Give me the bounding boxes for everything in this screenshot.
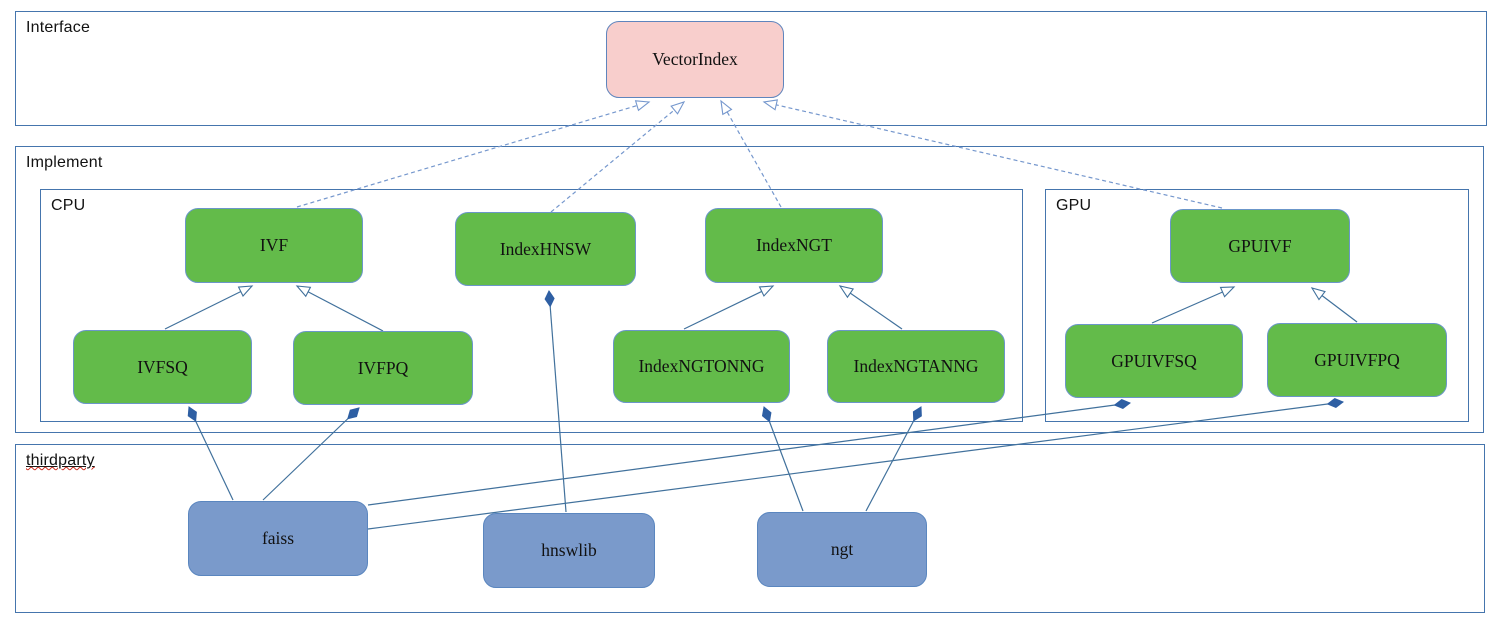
edge-faiss-to-gpuivfsq: [367, 398, 1131, 506]
gpu-label: GPU: [1056, 197, 1092, 214]
node-ivf-label: IVF: [259, 235, 289, 255]
node-hnswlib-label: hnswlib: [541, 540, 597, 560]
edge-ivfsq-to-ivf: [164, 285, 254, 330]
node-gpuivfsq-label: GPUIVFSQ: [1111, 350, 1197, 371]
node-gpuivf: GPUIVF: [1170, 209, 1350, 283]
thirdparty-label: thirdparty: [26, 452, 95, 469]
thirdparty-container: thirdparty: [15, 444, 1485, 613]
node-indexngtonng-label: IndexNGTONNG: [638, 356, 765, 376]
interface-container: Interface: [15, 11, 1487, 126]
edge-faiss-to-ivfpq: [262, 407, 360, 501]
edge-indexhnsw-to-vectorindex: [550, 101, 686, 213]
edge-gpuivfpq-to-gpuivf: [1310, 287, 1358, 323]
edge-hnswlib-to-indexhnsw: [544, 290, 567, 513]
edge-ngt-to-indexngtanng: [865, 406, 922, 512]
node-indexngtanng-label: IndexNGTANNG: [853, 356, 979, 376]
node-indexngt-label: IndexNGT: [756, 235, 832, 255]
node-indexhnsw: IndexHNSW: [455, 212, 636, 286]
edge-faiss-to-gpuivfpq: [367, 397, 1344, 530]
interface-label: Interface: [26, 19, 91, 36]
node-indexhnsw-label: IndexHNSW: [499, 238, 592, 259]
node-vectorindex-label: VectorIndex: [652, 49, 738, 69]
node-vectorindex: VectorIndex: [606, 21, 784, 98]
node-ivf: IVF: [185, 208, 363, 283]
node-gpuivfsq: GPUIVFSQ: [1065, 324, 1243, 398]
edge-indexngtanng-to-indexngt: [838, 285, 903, 330]
node-indexngtanng: IndexNGTANNG: [827, 330, 1005, 403]
edge-faiss-to-ivfsq: [187, 406, 234, 501]
node-gpuivfpq-label: GPUIVFPQ: [1314, 349, 1400, 370]
implement-container: Implement: [15, 146, 1484, 433]
node-gpuivf-label: GPUIVF: [1228, 235, 1292, 256]
implement-label: Implement: [26, 154, 103, 171]
node-faiss-label: faiss: [261, 528, 295, 548]
node-faiss: faiss: [188, 501, 368, 576]
edge-ivfpq-to-ivf: [295, 285, 384, 332]
edge-ngt-to-indexngtonng: [761, 406, 804, 512]
node-ngt-label: ngt: [830, 539, 854, 559]
node-indexngt: IndexNGT: [705, 208, 883, 283]
node-ivfsq: IVFSQ: [73, 330, 252, 404]
edge-indexngtonng-to-indexngt: [683, 285, 775, 330]
node-indexngtonng: IndexNGTONNG: [613, 330, 790, 403]
node-ivfpq: IVFPQ: [293, 331, 473, 405]
cpu-container: CPU: [40, 189, 1023, 422]
node-hnswlib: hnswlib: [483, 513, 655, 588]
edge-ivf-to-vectorindex: [296, 100, 651, 208]
node-ivfsq-label: IVFSQ: [137, 356, 188, 377]
cpu-label: CPU: [51, 197, 86, 214]
node-ivfpq-label: IVFPQ: [357, 357, 409, 378]
edge-indexngt-to-vectorindex: [720, 99, 782, 208]
edge-gpuivfsq-to-gpuivf: [1151, 286, 1236, 324]
gpu-container: GPU: [1045, 189, 1469, 422]
node-gpuivfpq: GPUIVFPQ: [1267, 323, 1447, 397]
edge-gpuivf-to-vectorindex: [762, 99, 1223, 209]
node-ngt: ngt: [757, 512, 927, 587]
